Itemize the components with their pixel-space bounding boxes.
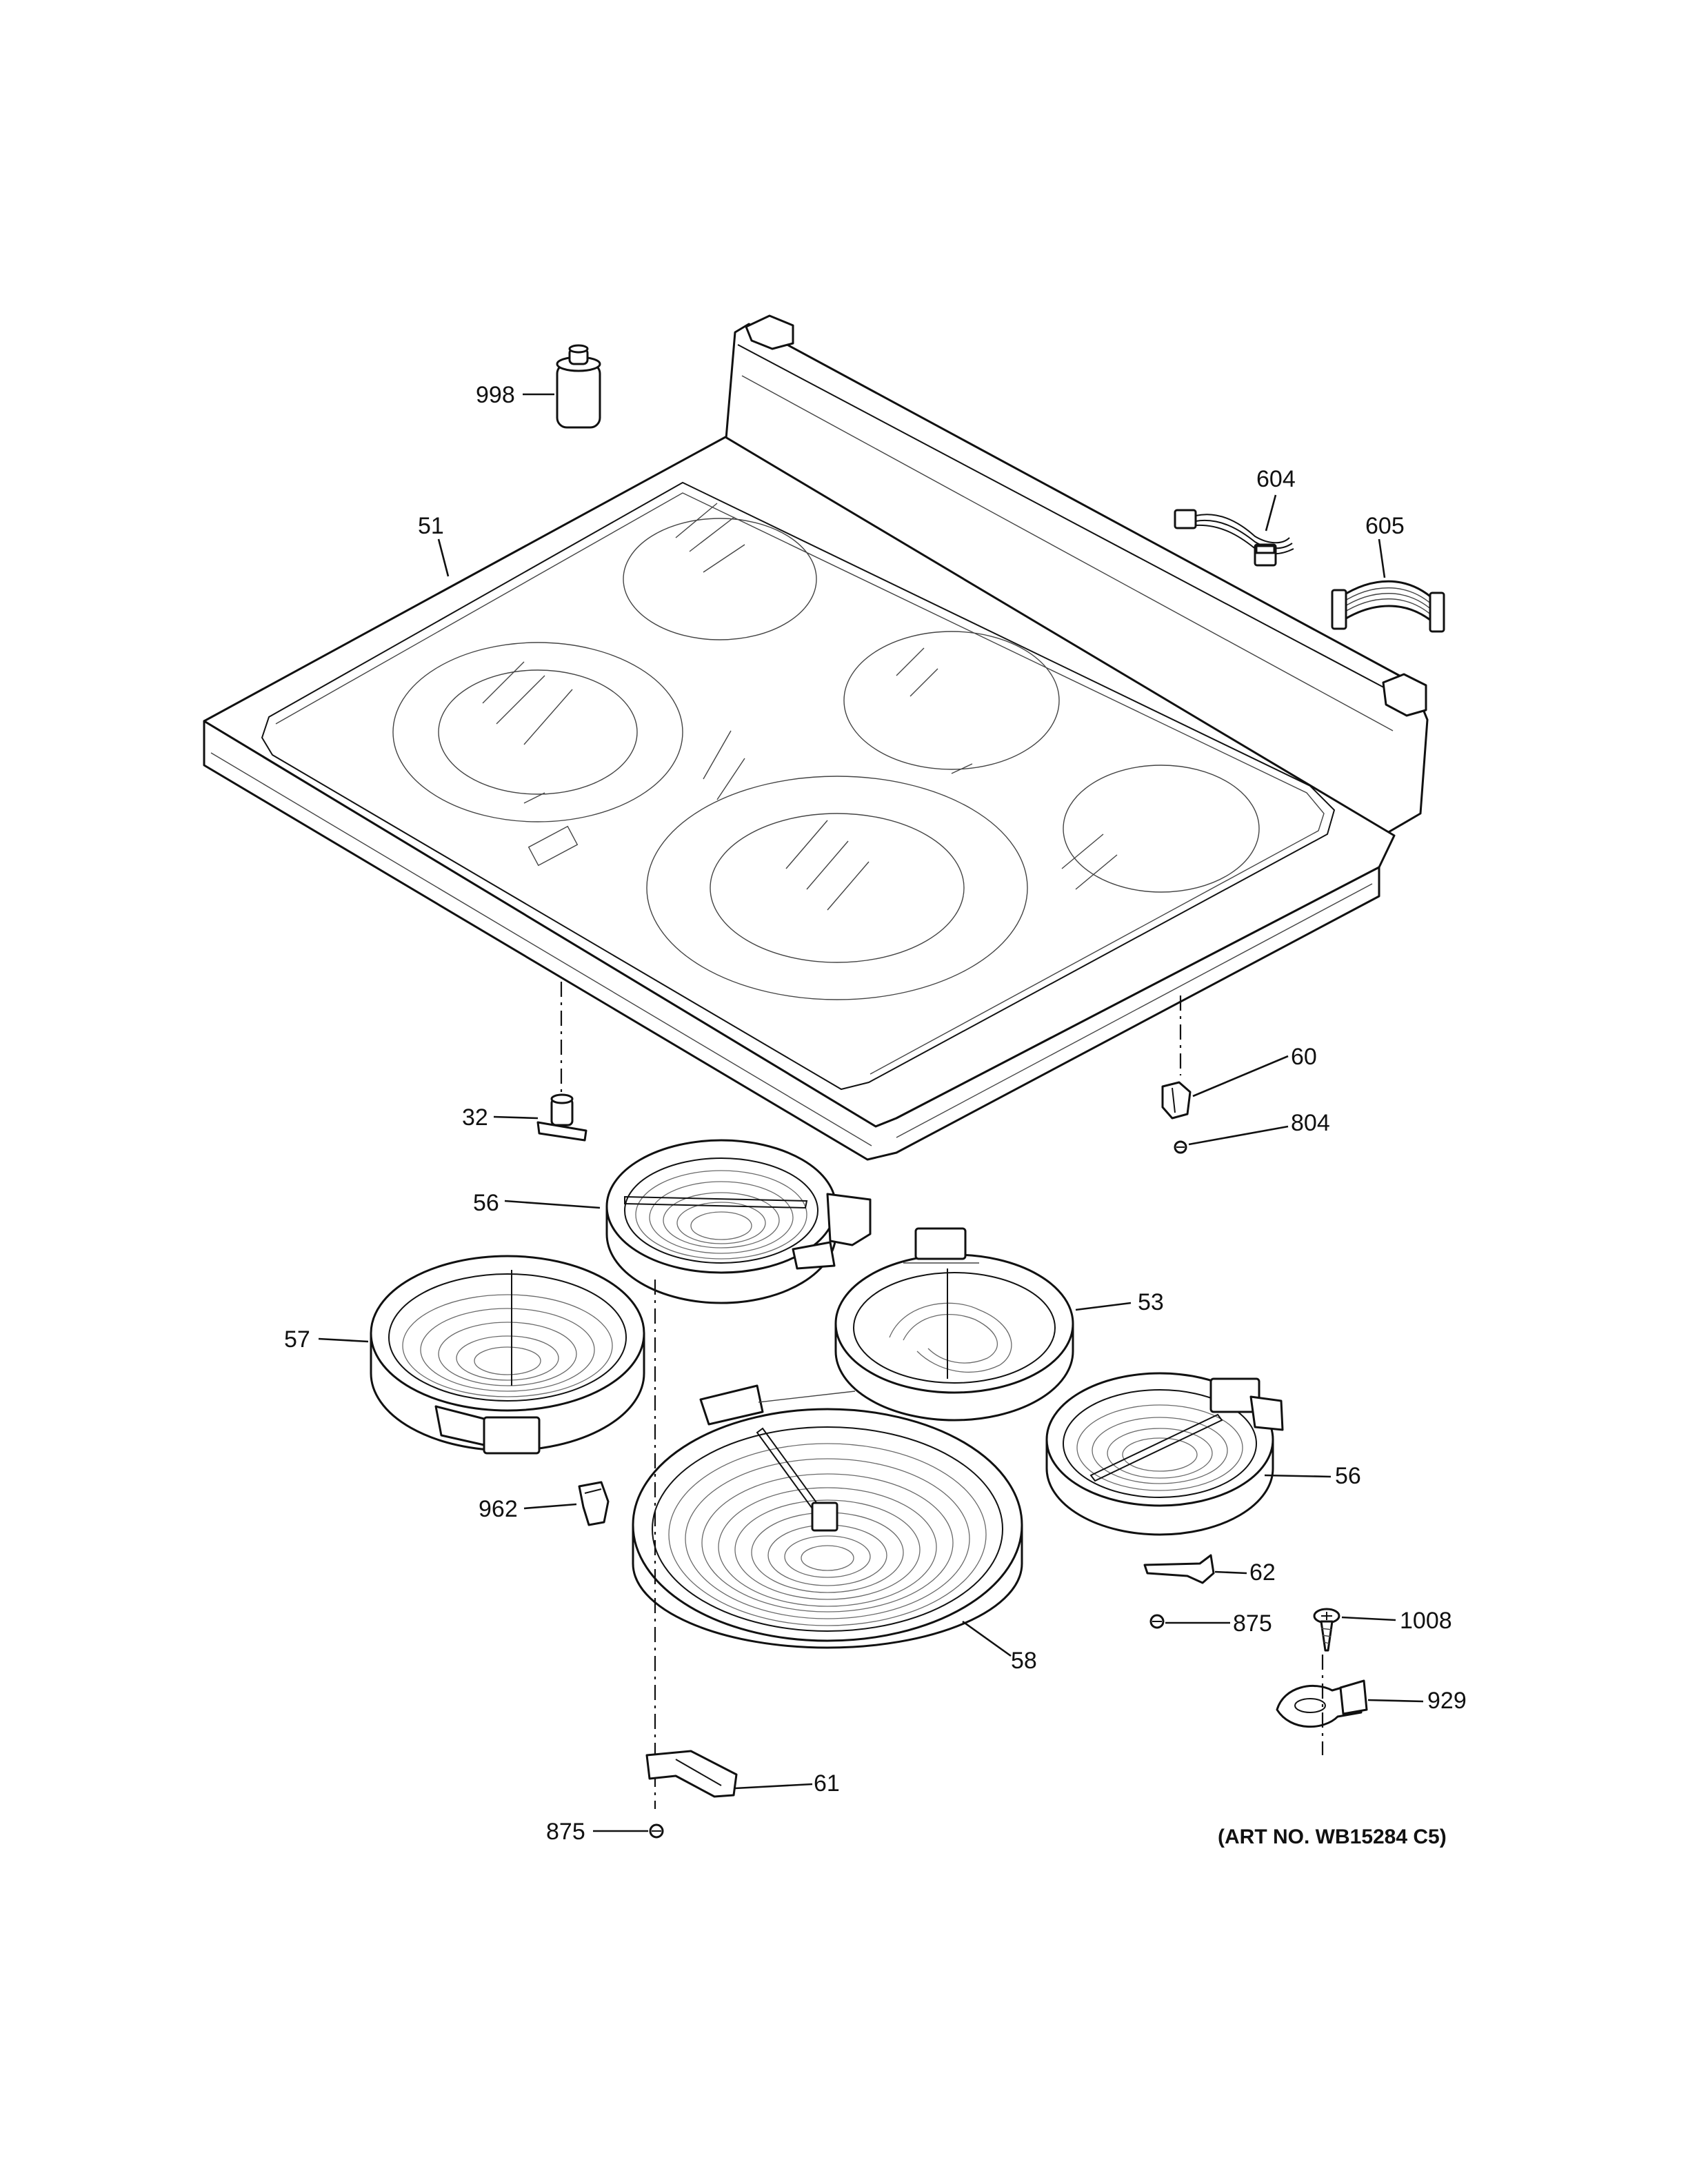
leader-56-upper	[504, 1200, 601, 1209]
part-998-cleaner-bottle	[556, 344, 601, 429]
part-605-ribbon-cable	[1331, 580, 1445, 633]
callout-60: 60	[1291, 1044, 1317, 1070]
part-58-large-radiant-element	[632, 1384, 1023, 1649]
callout-998: 998	[476, 382, 515, 408]
part-804-screw	[1174, 1140, 1187, 1154]
callout-875-right: 875	[1233, 1610, 1272, 1637]
callout-875-left: 875	[546, 1819, 585, 1845]
part-875-screw-left	[649, 1823, 664, 1839]
leader-60	[1192, 1055, 1289, 1098]
part-53-radiant-element	[834, 1227, 1074, 1422]
leader-604	[1265, 494, 1277, 532]
callout-804: 804	[1291, 1110, 1330, 1136]
leader-53	[1075, 1302, 1132, 1311]
leader-57	[318, 1337, 369, 1343]
part-57-radiant-element	[370, 1255, 645, 1455]
callout-32: 32	[462, 1104, 488, 1131]
part-875-screw-right	[1149, 1614, 1165, 1629]
leader-32	[493, 1115, 539, 1120]
callout-605: 605	[1365, 513, 1405, 539]
callout-53: 53	[1138, 1289, 1164, 1315]
callout-929: 929	[1427, 1688, 1467, 1714]
callout-51: 51	[418, 513, 444, 539]
leader-58	[962, 1620, 1012, 1657]
callout-962: 962	[479, 1496, 518, 1522]
callout-604: 604	[1256, 466, 1296, 492]
callout-57: 57	[284, 1326, 310, 1353]
callout-1008: 1008	[1400, 1608, 1452, 1634]
part-1008-screw	[1313, 1608, 1340, 1652]
part-56-radiant-element-lower	[1045, 1372, 1284, 1536]
part-32-sensor	[536, 1093, 587, 1142]
callout-56-lower: 56	[1335, 1463, 1361, 1489]
leader-804	[1188, 1125, 1289, 1146]
callout-61: 61	[814, 1770, 840, 1797]
leader-56-lower	[1264, 1474, 1332, 1478]
leader-605	[1378, 538, 1386, 578]
part-62-bracket	[1143, 1554, 1215, 1584]
part-61-bracket	[645, 1750, 738, 1798]
leader-51	[437, 538, 450, 577]
art-number-label: (ART NO. WB15284 C5)	[1218, 1826, 1447, 1848]
leader-61	[734, 1783, 813, 1790]
leader-962	[523, 1503, 577, 1510]
callout-56-upper: 56	[473, 1190, 499, 1216]
part-929-wire-clip	[1276, 1679, 1368, 1728]
leader-929	[1367, 1699, 1424, 1703]
part-60-bracket	[1161, 1081, 1192, 1120]
callout-58: 58	[1011, 1648, 1037, 1674]
part-56-radiant-element-upper	[605, 1139, 872, 1304]
leader-62	[1214, 1570, 1247, 1575]
part-962-clip	[578, 1481, 610, 1526]
part-51-glass-cooktop	[203, 314, 1429, 1161]
leader-1008	[1341, 1616, 1396, 1621]
part-604-wire-harness	[1174, 509, 1294, 567]
callout-62: 62	[1249, 1559, 1276, 1586]
